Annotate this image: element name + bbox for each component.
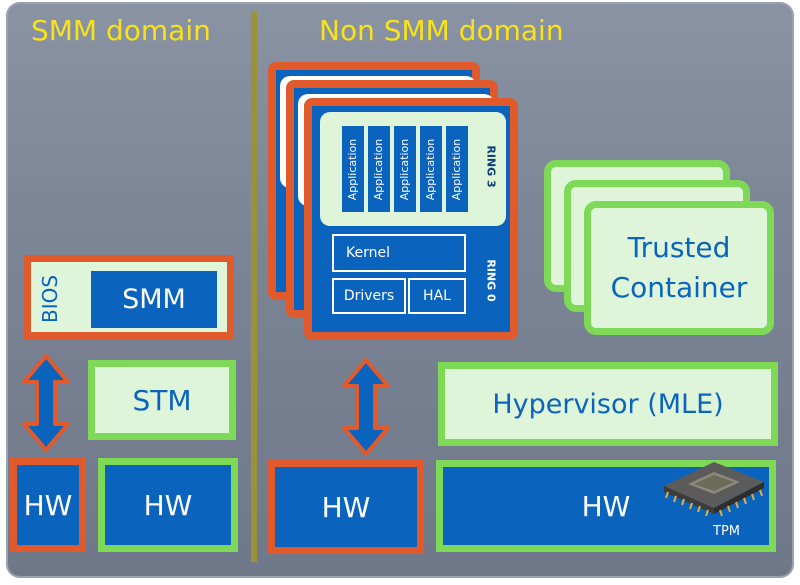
hw-box-smm-right: HW: [98, 458, 238, 552]
hal-box: HAL: [408, 278, 466, 314]
application-label: Application: [346, 138, 360, 200]
smm-double-arrow-icon: [22, 354, 70, 452]
hw-box-os: HW: [268, 460, 424, 554]
trusted-container-line1: Trusted: [627, 231, 731, 264]
application-label: Application: [450, 138, 464, 200]
smm-domain-title: SMM domain: [31, 14, 211, 47]
application-column: Application: [368, 126, 390, 212]
bios-label-wrap: BIOS: [35, 268, 65, 330]
application-column: Application: [342, 126, 364, 212]
tpm-chip-icon: [664, 462, 764, 517]
hw-box-smm-left: HW: [10, 458, 86, 552]
domain-divider: [251, 12, 257, 562]
trusted-container-front: Trusted Container: [584, 201, 774, 335]
smm-box: SMM: [91, 271, 217, 328]
application-label: Application: [372, 138, 386, 200]
kernel-box: Kernel: [332, 234, 466, 272]
stm-box: STM: [88, 360, 236, 440]
application-column: Application: [394, 126, 416, 212]
bios-label: BIOS: [38, 274, 62, 324]
application-label: Application: [398, 138, 412, 200]
trusted-container-line2: Container: [610, 271, 748, 304]
non-smm-domain-title: Non SMM domain: [319, 14, 564, 47]
hypervisor-box: Hypervisor (MLE): [438, 362, 778, 446]
os-double-arrow-icon: [342, 358, 390, 456]
application-label: Application: [424, 138, 438, 200]
ring3-label: RING 3: [484, 145, 498, 188]
os-stack-front: Application Application Application Appl…: [304, 98, 518, 340]
drivers-box: Drivers: [332, 278, 406, 314]
application-column: Application: [446, 126, 468, 212]
ring3-area: Application Application Application Appl…: [320, 112, 506, 226]
ring0-label: RING 0: [484, 259, 498, 302]
tpm-label: TPM: [713, 524, 740, 539]
application-column: Application: [420, 126, 442, 212]
bios-smm-block: BIOS SMM: [24, 255, 234, 339]
